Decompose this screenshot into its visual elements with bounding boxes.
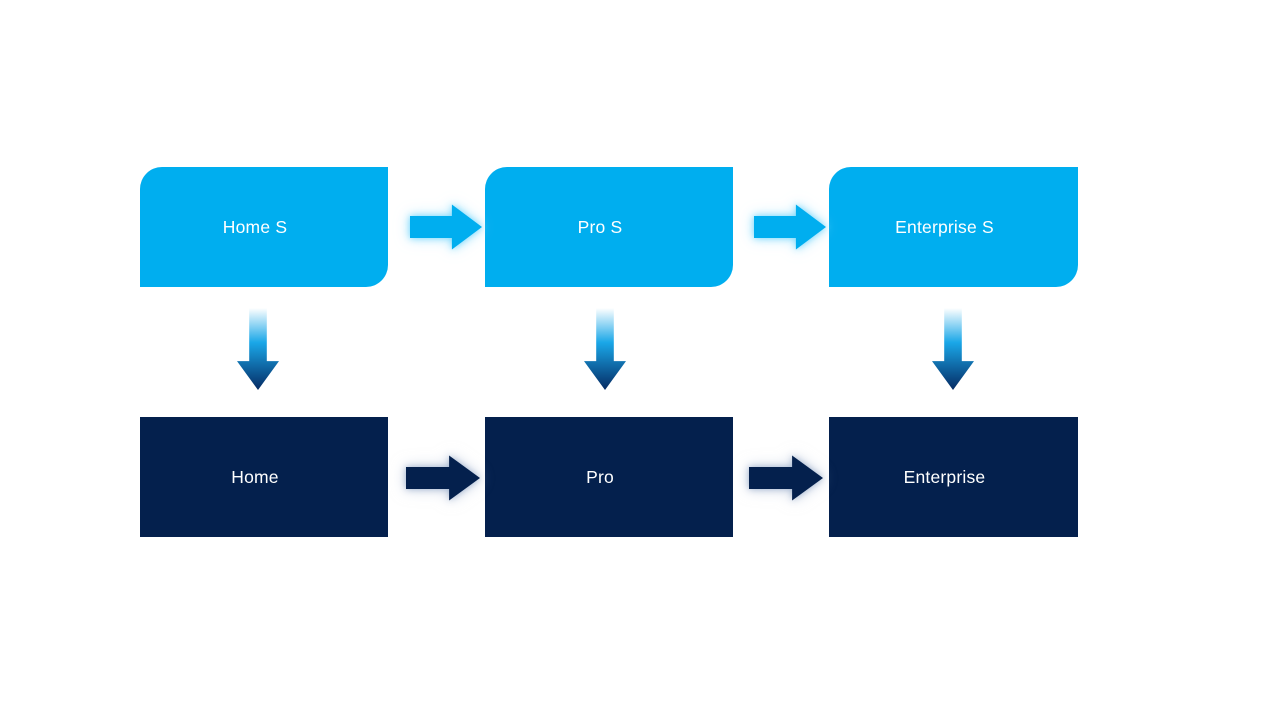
node-label-pro: Pro [586,466,614,487]
node-pro[interactable]: Pro [485,417,733,537]
node-enterprise-s[interactable]: Enterprise S [829,167,1078,287]
node-home-s[interactable]: Home S [140,167,388,287]
arrow-right-icon-home-s-to-pro-s [409,202,483,252]
node-pro-s[interactable]: Pro S [485,167,733,287]
node-label-home-s: Home S [222,216,288,237]
node-label-enterprise-s: Enterprise S [895,216,994,237]
arrow-down-icon-enterprise-s-to-enterprise [931,308,975,391]
arrow-right-icon-pro-to-enterprise [748,453,824,503]
node-label-pro-s: Pro S [577,216,623,237]
arrow-down-icon-pro-s-to-pro [583,308,627,391]
node-label-home: Home [231,466,279,487]
node-enterprise[interactable]: Enterprise [829,417,1078,537]
arrow-right-icon-pro-s-to-enterprise-s [753,202,827,252]
arrow-down-icon-home-s-to-home [236,308,280,391]
node-home[interactable]: Home [140,417,388,537]
node-label-enterprise: Enterprise [903,466,986,487]
arrow-right-icon-home-to-pro [405,453,481,503]
